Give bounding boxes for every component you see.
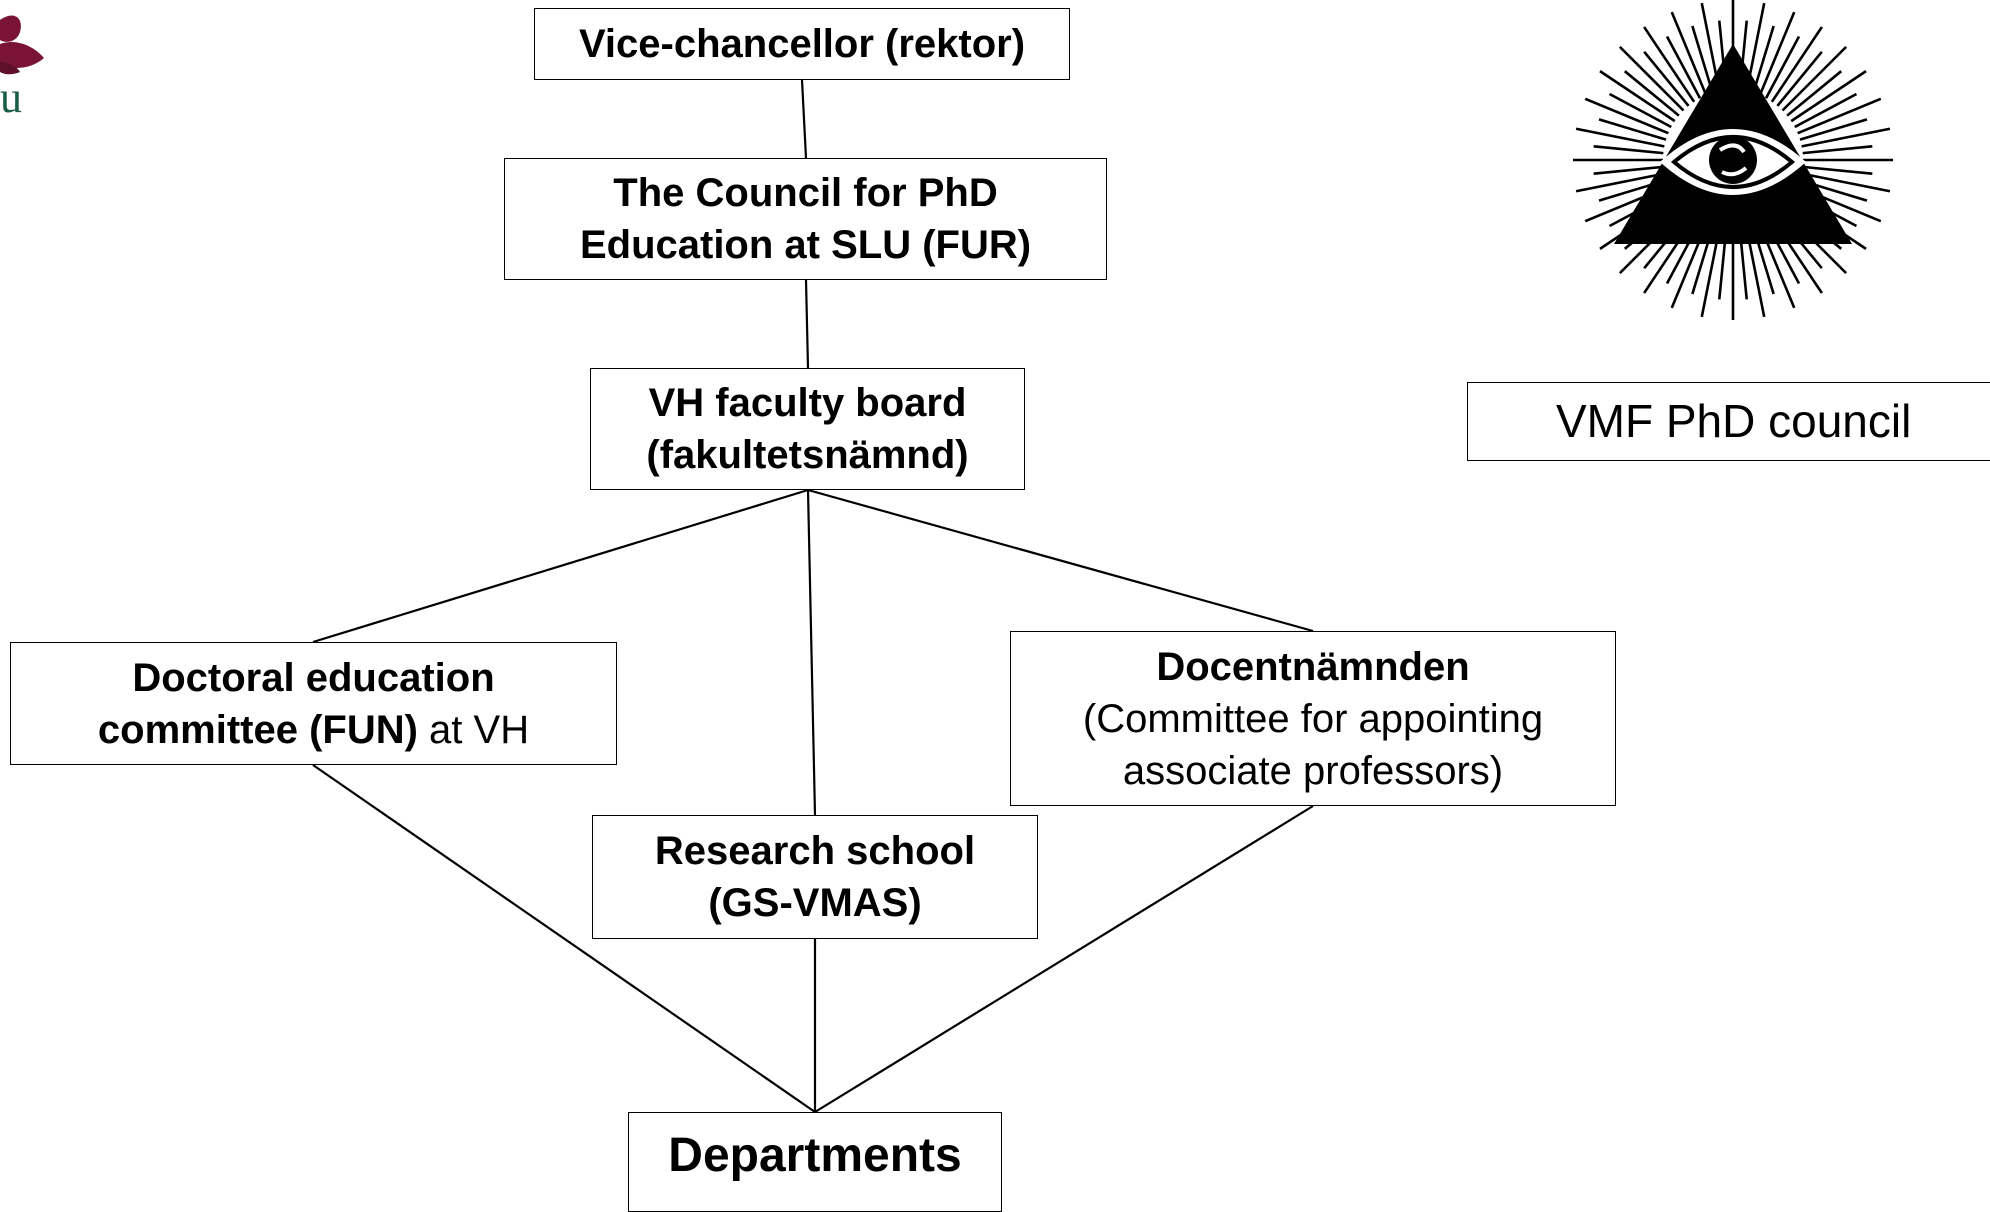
- vice-chancellor-label: Vice-chancellor (rektor): [578, 22, 1026, 66]
- faculty-board-box: VH faculty board (fakultetsnämnd): [590, 368, 1025, 490]
- sunburst-ray: [1797, 97, 1882, 135]
- research-school-box: Research school (GS-VMAS): [592, 815, 1038, 939]
- doctoral-committee-line1: Doctoral education: [132, 655, 495, 700]
- sunburst-ray: [1593, 144, 1664, 155]
- connector-doc-dep: [814, 805, 1314, 1113]
- docentnamnden-title: Docentnämnden: [1156, 644, 1470, 689]
- connector-vh-fun: [312, 488, 809, 644]
- sunburst-ray: [1801, 127, 1891, 148]
- phd-council-line1: The Council for PhD: [613, 171, 998, 215]
- sunburst-ray: [1670, 11, 1708, 96]
- sunburst-ray: [1794, 92, 1858, 129]
- sunburst-ray: [1598, 118, 1667, 141]
- sunburst-ray: [1781, 45, 1848, 112]
- doctoral-committee-line2: committee (FUN) at VH: [98, 704, 529, 756]
- sunburst-ray: [1618, 45, 1685, 112]
- logo-text: u: [0, 73, 22, 120]
- sunburst-ray: [1593, 165, 1664, 176]
- sunburst-ray: [1758, 11, 1796, 96]
- doctoral-committee-box: Doctoral education committee (FUN) at VH: [10, 642, 617, 765]
- docentnamnden-line2: (Committee for appointing: [1082, 696, 1544, 741]
- doctoral-committee-line2-rest: at VH: [417, 707, 530, 752]
- sunburst-ray: [1799, 118, 1868, 141]
- sunburst-ray: [1691, 25, 1714, 94]
- sunburst-ray: [1575, 172, 1665, 193]
- sunburst-ray: [1752, 25, 1775, 94]
- research-school-line2: (GS-VMAS): [708, 881, 922, 925]
- slu-logo: u: [0, 15, 44, 120]
- faculty-board-line2: (fakultetsnämnd): [646, 433, 969, 477]
- sunburst-ray: [1801, 172, 1891, 193]
- sunburst-ray: [1764, 35, 1801, 99]
- sunburst-ray: [1623, 70, 1680, 117]
- vmf-phd-council-label: VMF PhD council: [1556, 394, 1912, 447]
- departments-box: Departments: [628, 1112, 1002, 1212]
- vice-chancellor-box: Vice-chancellor (rektor): [534, 8, 1070, 80]
- sunburst-ray: [1599, 70, 1676, 123]
- connector-lines: [312, 79, 1314, 1113]
- sunburst-ray: [1776, 50, 1823, 107]
- doctoral-committee-line2-bold: committee (FUN): [97, 707, 418, 752]
- sunburst-ray: [1643, 50, 1690, 107]
- sunburst-ray: [1802, 144, 1873, 155]
- docentnamnden-box: Docentnämnden (Committee for appointing …: [1010, 631, 1616, 806]
- sunburst-ray: [1786, 70, 1843, 117]
- sunburst-ray: [1770, 26, 1823, 103]
- sunburst-ray: [1643, 26, 1696, 103]
- phd-council-box: The Council for PhD Education at SLU (FU…: [504, 158, 1107, 280]
- connector-vc-fur: [800, 79, 808, 159]
- sunburst-ray: [1790, 70, 1867, 123]
- sunburst-ray: [1575, 127, 1665, 148]
- docentnamnden-line3: associate professors): [1122, 748, 1504, 793]
- logo-flower-icon: [0, 15, 44, 75]
- eye-of-providence-icon: [1573, 0, 1893, 320]
- sunburst-ray: [1608, 92, 1672, 129]
- connector-fun-dep: [312, 764, 816, 1113]
- connector-fur-vh: [804, 279, 810, 369]
- connector-vh-doc: [807, 488, 1314, 633]
- sunburst-ray: [1802, 165, 1873, 176]
- research-school-line1: Research school: [654, 829, 976, 873]
- faculty-board-line1: VH faculty board: [648, 381, 967, 425]
- phd-council-line2: Education at SLU (FUR): [579, 223, 1032, 267]
- sunburst-ray: [1584, 97, 1669, 135]
- sunburst-ray: [1665, 35, 1702, 99]
- vmf-phd-council-box: VMF PhD council: [1467, 382, 1990, 461]
- departments-label: Departments: [668, 1129, 962, 1182]
- connector-vh-rs: [806, 489, 817, 816]
